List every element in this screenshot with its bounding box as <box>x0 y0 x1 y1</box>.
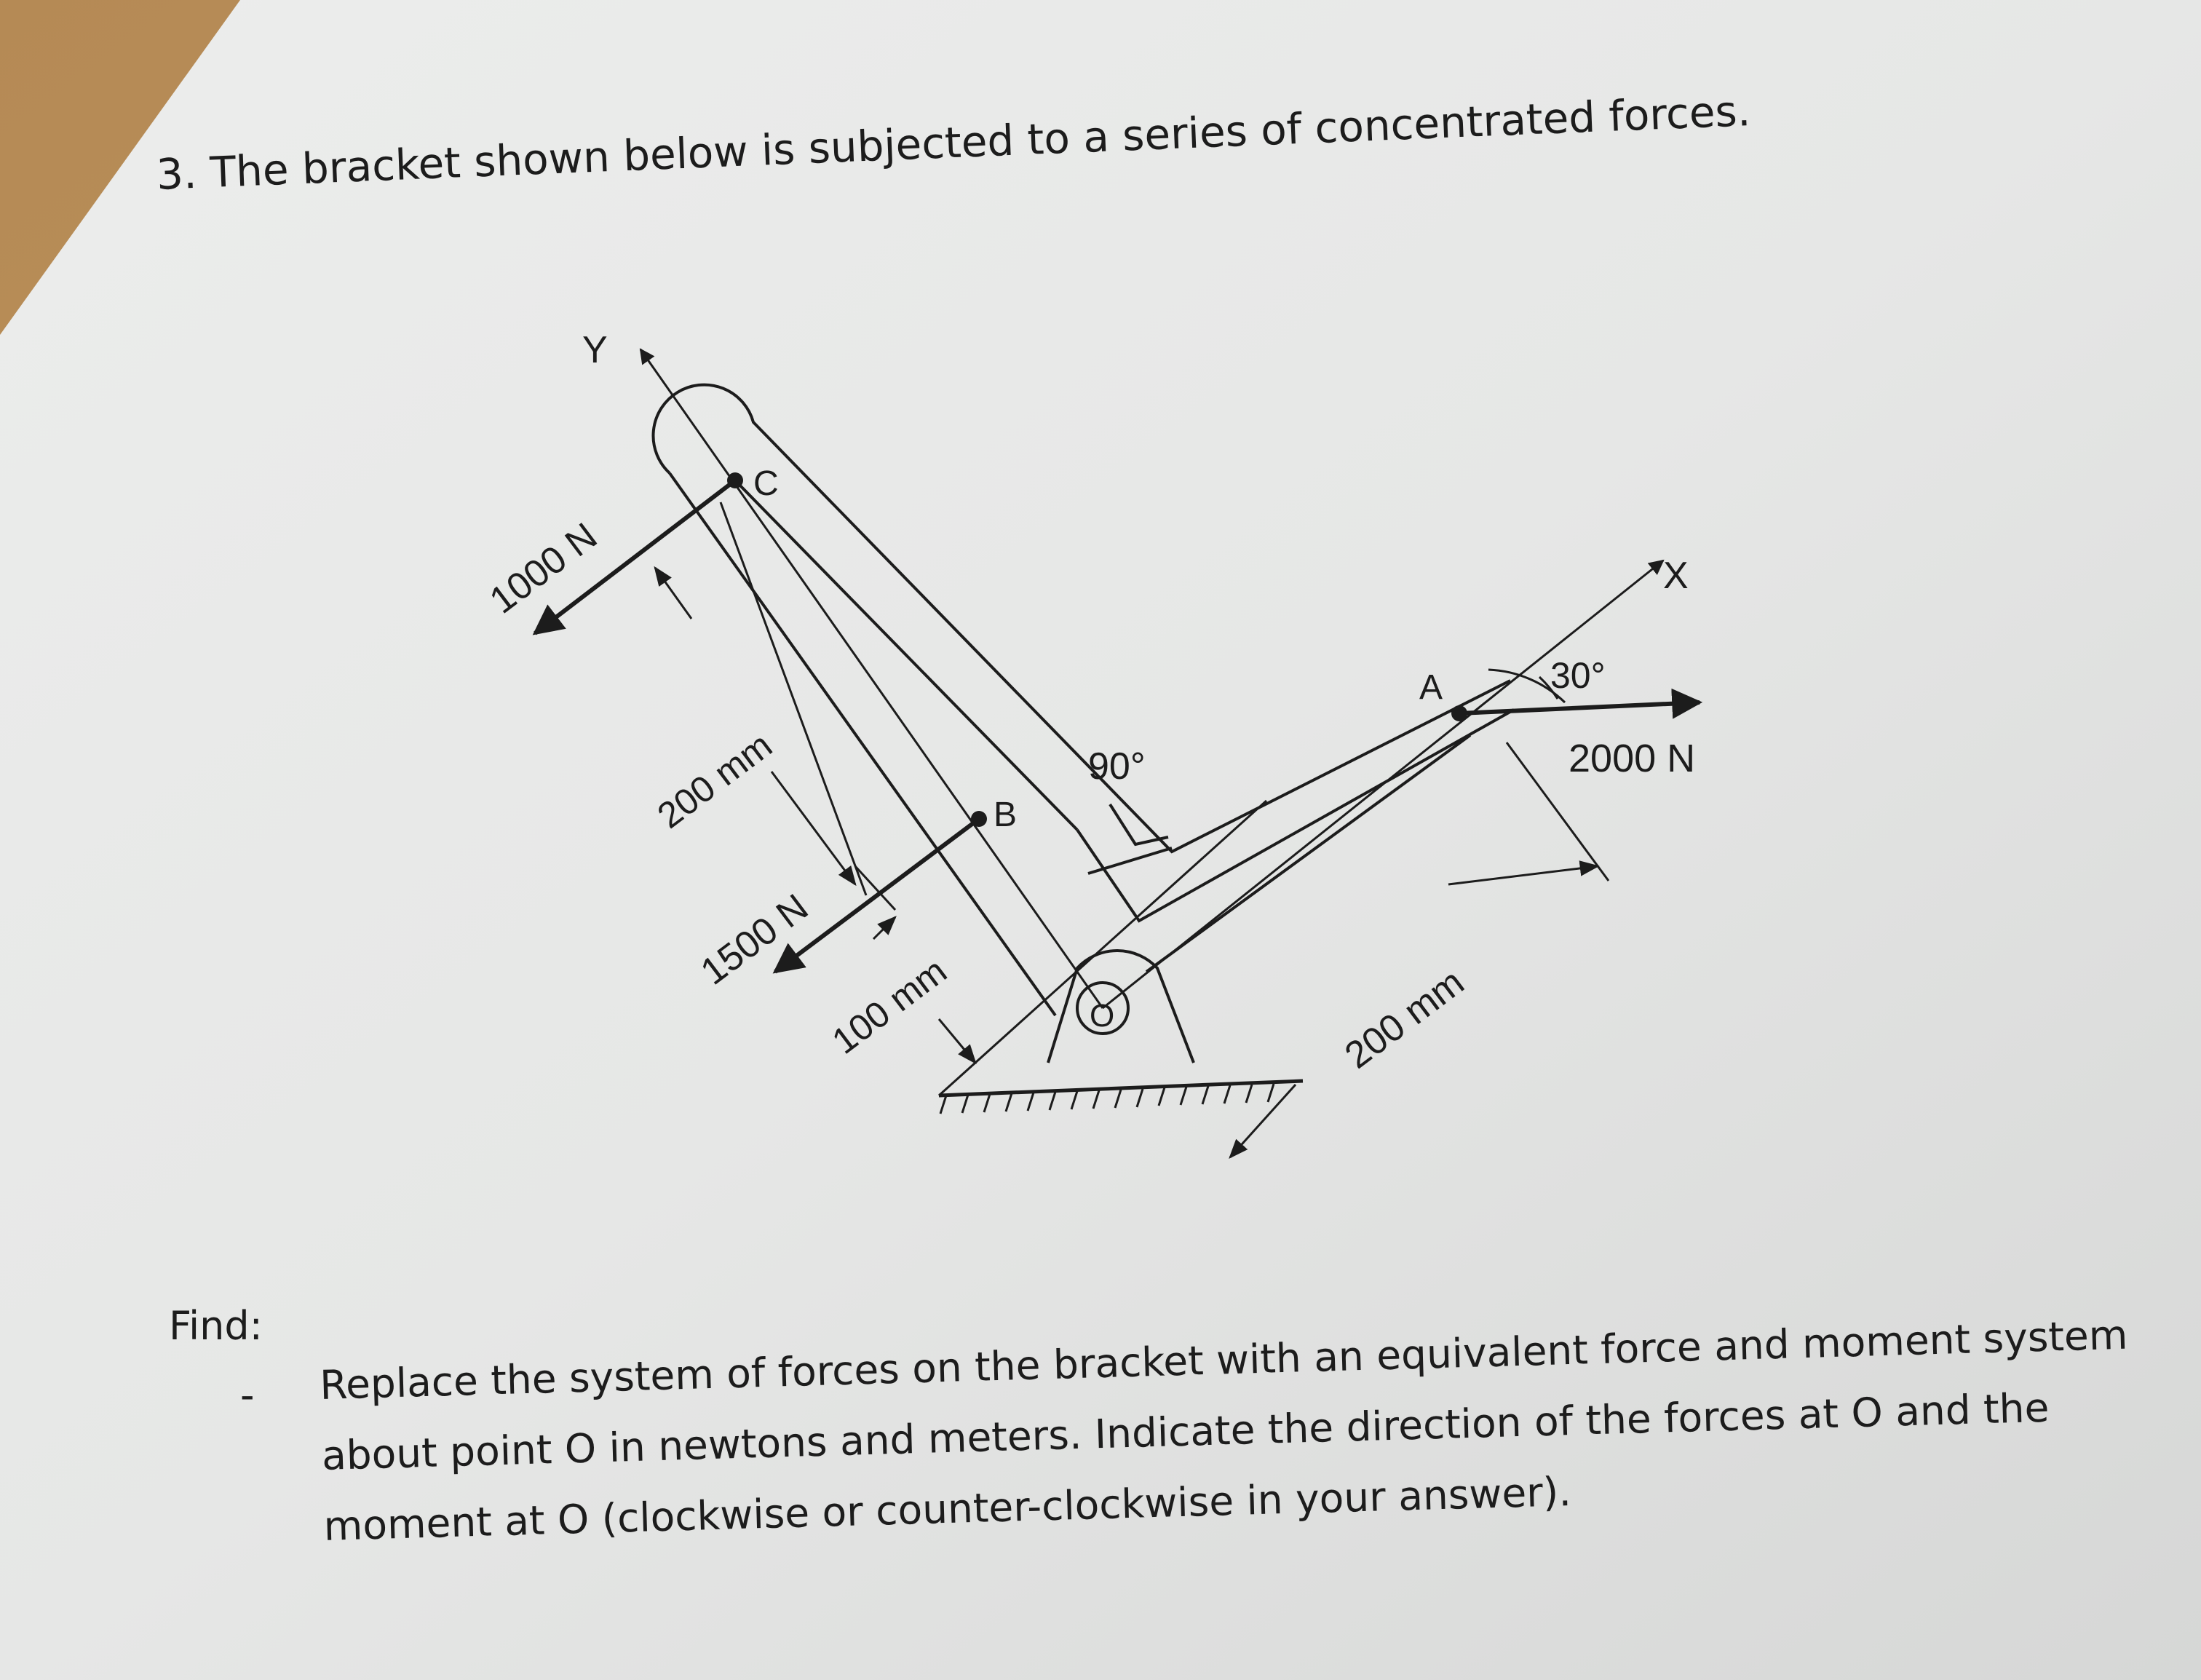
right-angle-marker <box>1109 803 1169 847</box>
dimension-c-label: 200 mm <box>650 724 780 836</box>
point-a-dot <box>1451 705 1467 721</box>
force-a-label: 2000 N <box>1569 737 1695 780</box>
force-arrow-b <box>772 817 980 974</box>
force-arrow-a <box>1459 688 1703 719</box>
bracket-inner-lines <box>734 479 1472 973</box>
pin-support <box>1047 948 1195 1063</box>
dimension-a-label: 200 mm <box>1337 961 1472 1077</box>
force-arrows <box>532 478 1703 974</box>
right-angle-label: 90° <box>1088 745 1146 788</box>
y-axis-label: Y <box>582 329 608 371</box>
load-points <box>727 472 1467 827</box>
coordinate-axes <box>639 348 1665 1097</box>
force-b-label: 1500 N <box>693 886 816 993</box>
find-label: Find: <box>169 1303 263 1349</box>
point-b-label: B <box>994 796 1017 834</box>
point-o-label: O <box>1090 998 1114 1034</box>
point-b-dot <box>971 811 987 827</box>
point-c-dot <box>727 472 743 488</box>
dimension-lines <box>654 502 1610 1160</box>
point-c-label: C <box>753 464 779 503</box>
x-axis-label: X <box>1663 555 1689 597</box>
force-arrow-c <box>532 478 737 635</box>
point-a-label: A <box>1419 668 1443 707</box>
bullet-dash: - <box>240 1372 255 1418</box>
angle-a-label: 30° <box>1550 655 1606 696</box>
dimension-b-label: 100 mm <box>825 950 954 1061</box>
ground-line <box>938 1079 1304 1098</box>
ground-hatching <box>939 1083 1275 1114</box>
force-c-label: 1000 N <box>482 515 605 622</box>
